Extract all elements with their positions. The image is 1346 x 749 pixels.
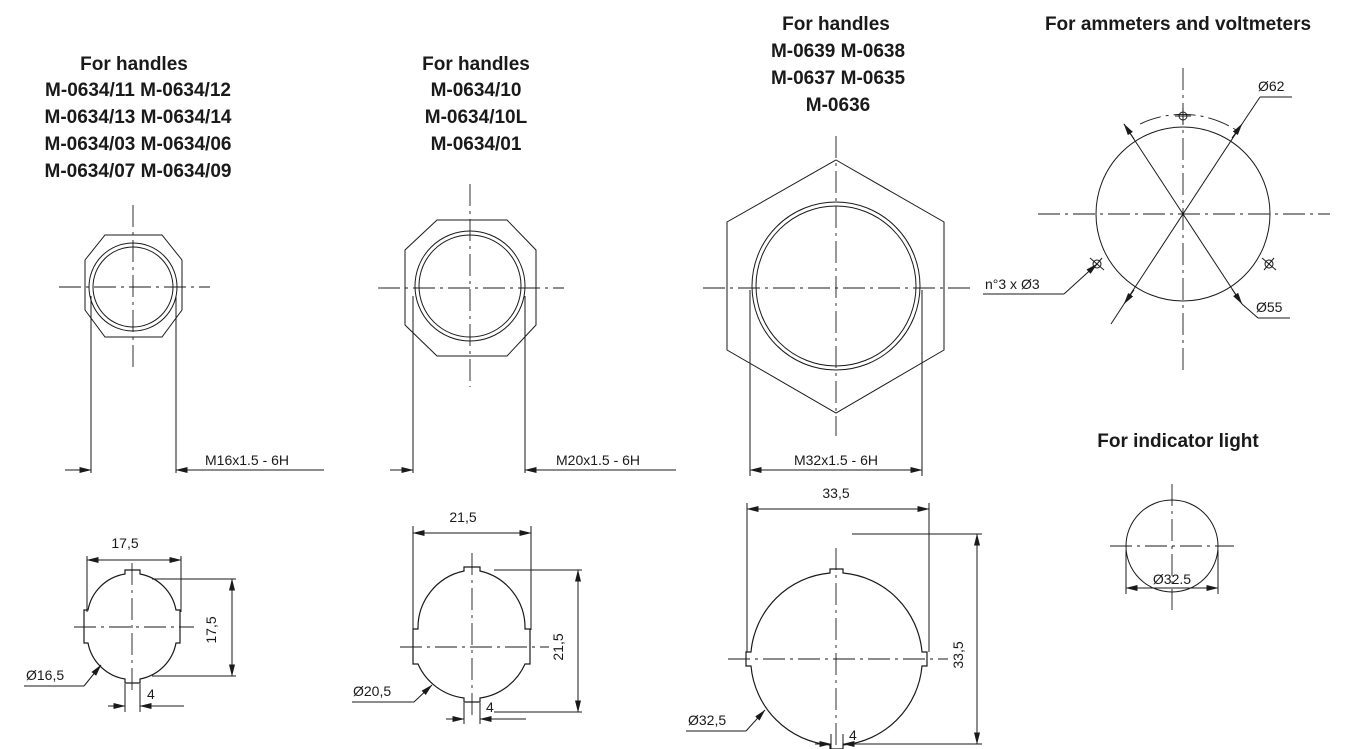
width-label: 33,5	[822, 485, 849, 501]
thread-label: M16x1.5 - 6H	[205, 452, 289, 468]
width-label: 17,5	[111, 535, 138, 551]
hex-nut-view: M20x1.5 - 6H	[378, 184, 676, 473]
key-label: 4	[849, 727, 857, 743]
diameter-label: Ø20,5	[353, 683, 391, 699]
heading-codes-2: M-0634/13 M-0634/14	[45, 107, 232, 128]
width-label: 21,5	[449, 509, 476, 525]
indicator-diameter-label: Ø32.5	[1153, 571, 1191, 587]
thread-label: M32x1.5 - 6H	[794, 452, 878, 468]
heading-title: For handles	[422, 54, 530, 75]
heading-title: For handles	[80, 54, 188, 75]
hex-nut-view: M32x1.5 - 6H	[703, 136, 975, 476]
key-label: 4	[486, 699, 494, 715]
meters-heading: For ammeters and voltmeters	[1045, 14, 1311, 35]
holes-label: n°3 x Ø3	[985, 276, 1040, 292]
heading-codes-4: M-0634/07 M-0634/09	[45, 161, 232, 182]
heading-codes-1: M-0634/10	[431, 80, 522, 101]
diameter-label: Ø16,5	[26, 667, 64, 683]
heading-codes-2: M-0637 M-0635	[771, 68, 906, 89]
heading-codes-1: M-0634/11 M-0634/12	[45, 80, 231, 101]
panel-meters: For ammeters and voltmeters Ø62 Ø55	[983, 14, 1330, 370]
mounting-hole-right	[1261, 257, 1277, 271]
heading-codes-3: M-0636	[806, 95, 870, 116]
panel-handles-m32: For handles M-0639 M-0638 M-0637 M-0635 …	[686, 14, 982, 749]
height-label: 33,5	[950, 641, 966, 668]
indicator-heading: For indicator light	[1097, 431, 1259, 452]
panel-indicator-light: For indicator light Ø32.5	[1097, 431, 1259, 610]
panel-handles-m16: For handles M-0634/11 M-0634/12 M-0634/1…	[24, 54, 324, 712]
heading-codes-1: M-0639 M-0638	[771, 41, 905, 62]
height-label: 21,5	[550, 633, 566, 660]
inner-diameter-label: Ø55	[1256, 299, 1283, 315]
cutout-view: 33,5 33,5 Ø32,5 4	[686, 485, 982, 749]
panel-handles-m20: For handles M-0634/10 M-0634/10L M-0634/…	[352, 54, 676, 724]
outer-diameter-label: Ø62	[1258, 78, 1285, 94]
heading-title: For handles	[782, 14, 890, 35]
hex-nut-view: M16x1.5 - 6H	[59, 205, 324, 473]
height-label: 17,5	[203, 616, 219, 643]
heading-codes-3: M-0634/01	[431, 134, 522, 155]
mounting-hole-top	[1175, 108, 1191, 124]
heading-codes-3: M-0634/03 M-0634/06	[45, 134, 232, 155]
thread-label: M20x1.5 - 6H	[556, 452, 640, 468]
heading-codes-2: M-0634/10L	[425, 107, 528, 128]
diameter-label: Ø32,5	[688, 712, 726, 728]
key-label: 4	[147, 686, 155, 702]
cutout-view: 21,5 21,5 Ø20,5 4	[352, 509, 582, 724]
cutout-view: 17,5 17,5 Ø16,5 4	[24, 535, 236, 712]
